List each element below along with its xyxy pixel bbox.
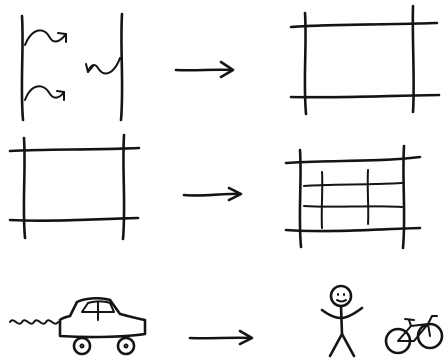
left-wall — [22, 16, 23, 120]
person-head — [331, 286, 351, 306]
person-body — [341, 306, 342, 334]
person-and-bicycle-sketch — [322, 286, 442, 356]
car-with-exhaust-sketch — [10, 298, 145, 354]
person-eyes — [338, 294, 344, 295]
frame-bottom — [10, 218, 138, 221]
arrow-shaft — [190, 338, 251, 339]
grid-horizontal-2 — [304, 206, 402, 207]
square-frame-sketch-2 — [10, 135, 139, 239]
right-wall — [121, 14, 122, 120]
frame-right — [123, 135, 124, 239]
bike-frame — [398, 316, 437, 341]
car-wheel-back-hub — [125, 345, 128, 348]
grid-vertical-2 — [368, 170, 369, 224]
square-frame-sketch-1 — [291, 6, 439, 114]
car-wheel-back — [118, 338, 134, 354]
exhaust-squiggle — [10, 320, 58, 323]
row2-arrow — [184, 188, 241, 200]
frame-top — [291, 23, 437, 27]
frame-bottom — [291, 95, 439, 97]
frame-with-grid-sketch — [286, 146, 420, 248]
car-wheel-front — [74, 338, 90, 354]
row3-arrow — [190, 331, 252, 344]
frame-left — [300, 150, 301, 247]
frame-right — [403, 146, 404, 248]
person-mouth — [337, 300, 346, 302]
car-body — [60, 298, 145, 337]
frame-top — [286, 157, 420, 163]
car-wheel-front-hub — [81, 345, 84, 348]
row1-arrow — [176, 62, 233, 77]
two-walls-with-arrows-sketch — [22, 14, 122, 120]
frame-right — [413, 6, 414, 112]
person-legs — [330, 334, 354, 356]
frame-top — [10, 148, 139, 151]
grid-horizontal-1 — [304, 183, 402, 186]
grid-vertical-1 — [322, 172, 323, 228]
frame-left — [305, 13, 306, 114]
frame-bottom — [286, 228, 420, 231]
curl-arrow-bottom — [25, 86, 64, 100]
arrow-shaft — [176, 70, 232, 71]
arrow-shaft — [184, 194, 240, 196]
frame-left — [24, 138, 25, 238]
